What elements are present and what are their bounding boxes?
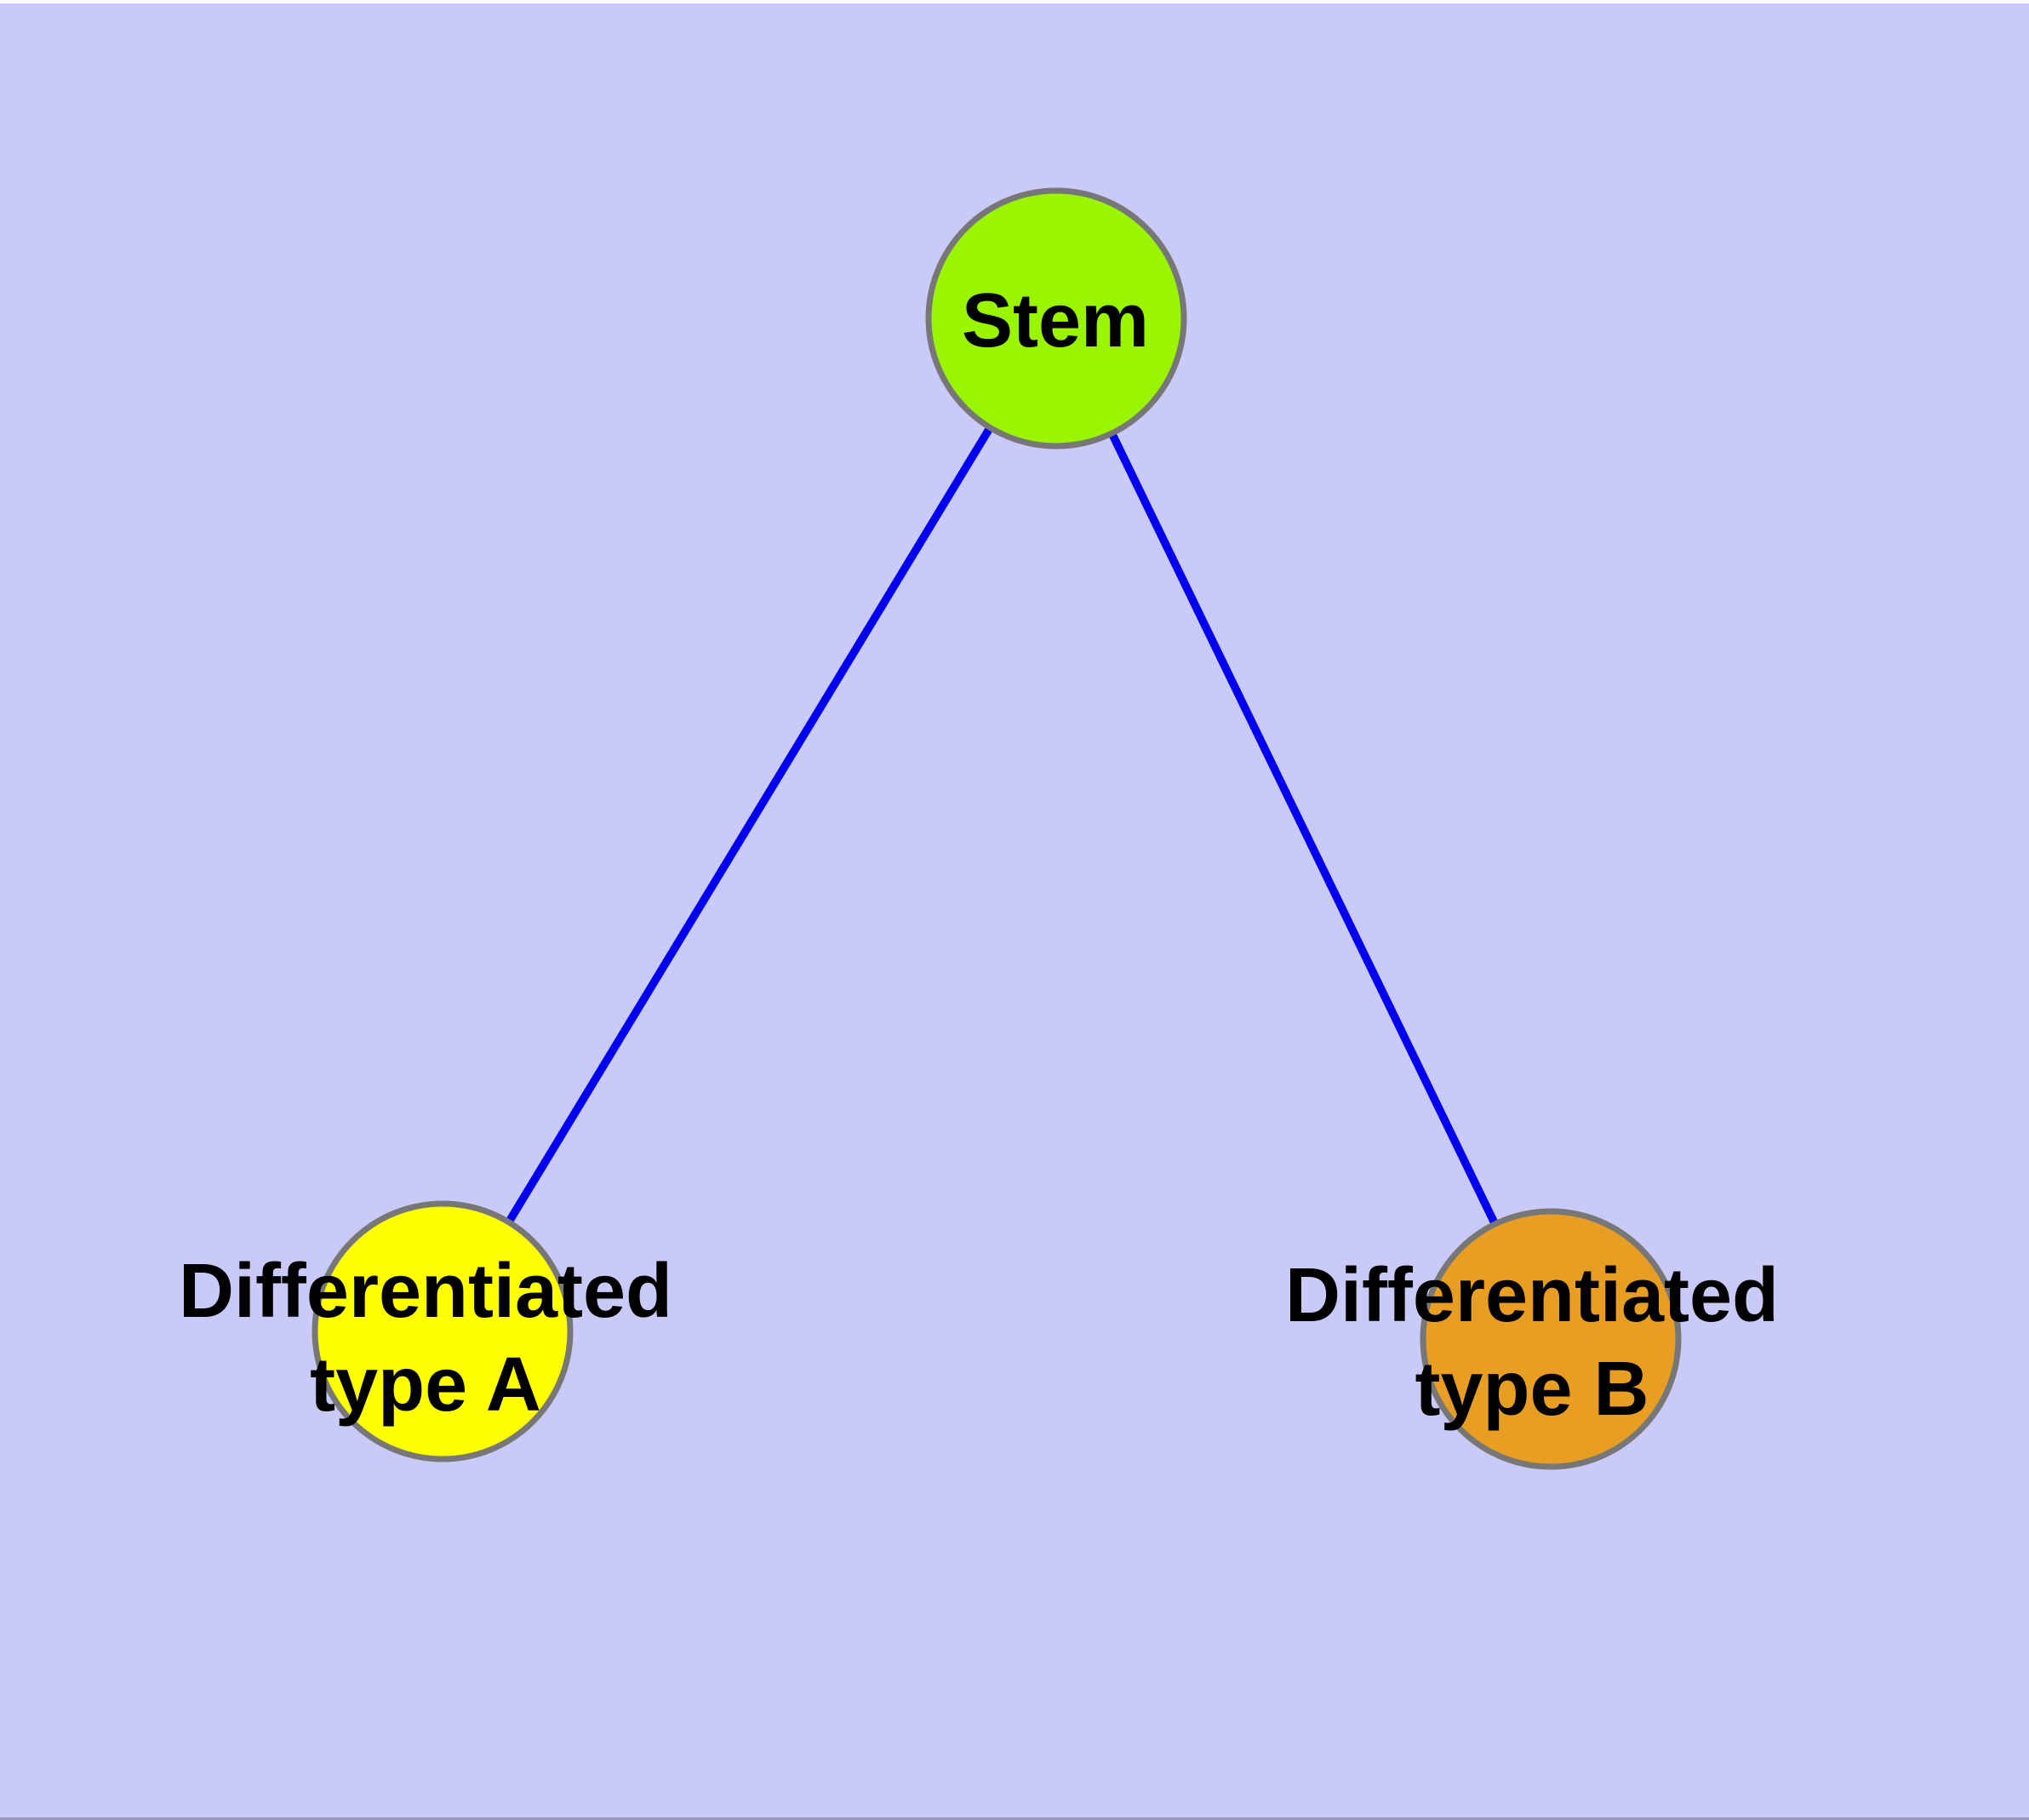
node-stem xyxy=(925,187,1187,449)
top-margin-strip xyxy=(0,0,2029,3)
node-type-a-label-line1: Differentiated xyxy=(179,1249,672,1334)
node-type-b-label-line2: type B xyxy=(1415,1347,1649,1432)
node-differentiated-type-b xyxy=(1420,1208,1682,1470)
bottom-edge-strip xyxy=(0,1817,2029,1820)
node-type-a-label-line2: type A xyxy=(310,1342,541,1428)
node-type-b-label-line1: Differentiated xyxy=(1285,1253,1779,1338)
node-stem-label: Stem xyxy=(962,278,1149,363)
node-differentiated-type-a xyxy=(311,1200,574,1462)
edge-stem-to-type-b xyxy=(1052,316,1555,1342)
edge-stem-to-type-a xyxy=(438,316,1060,1334)
